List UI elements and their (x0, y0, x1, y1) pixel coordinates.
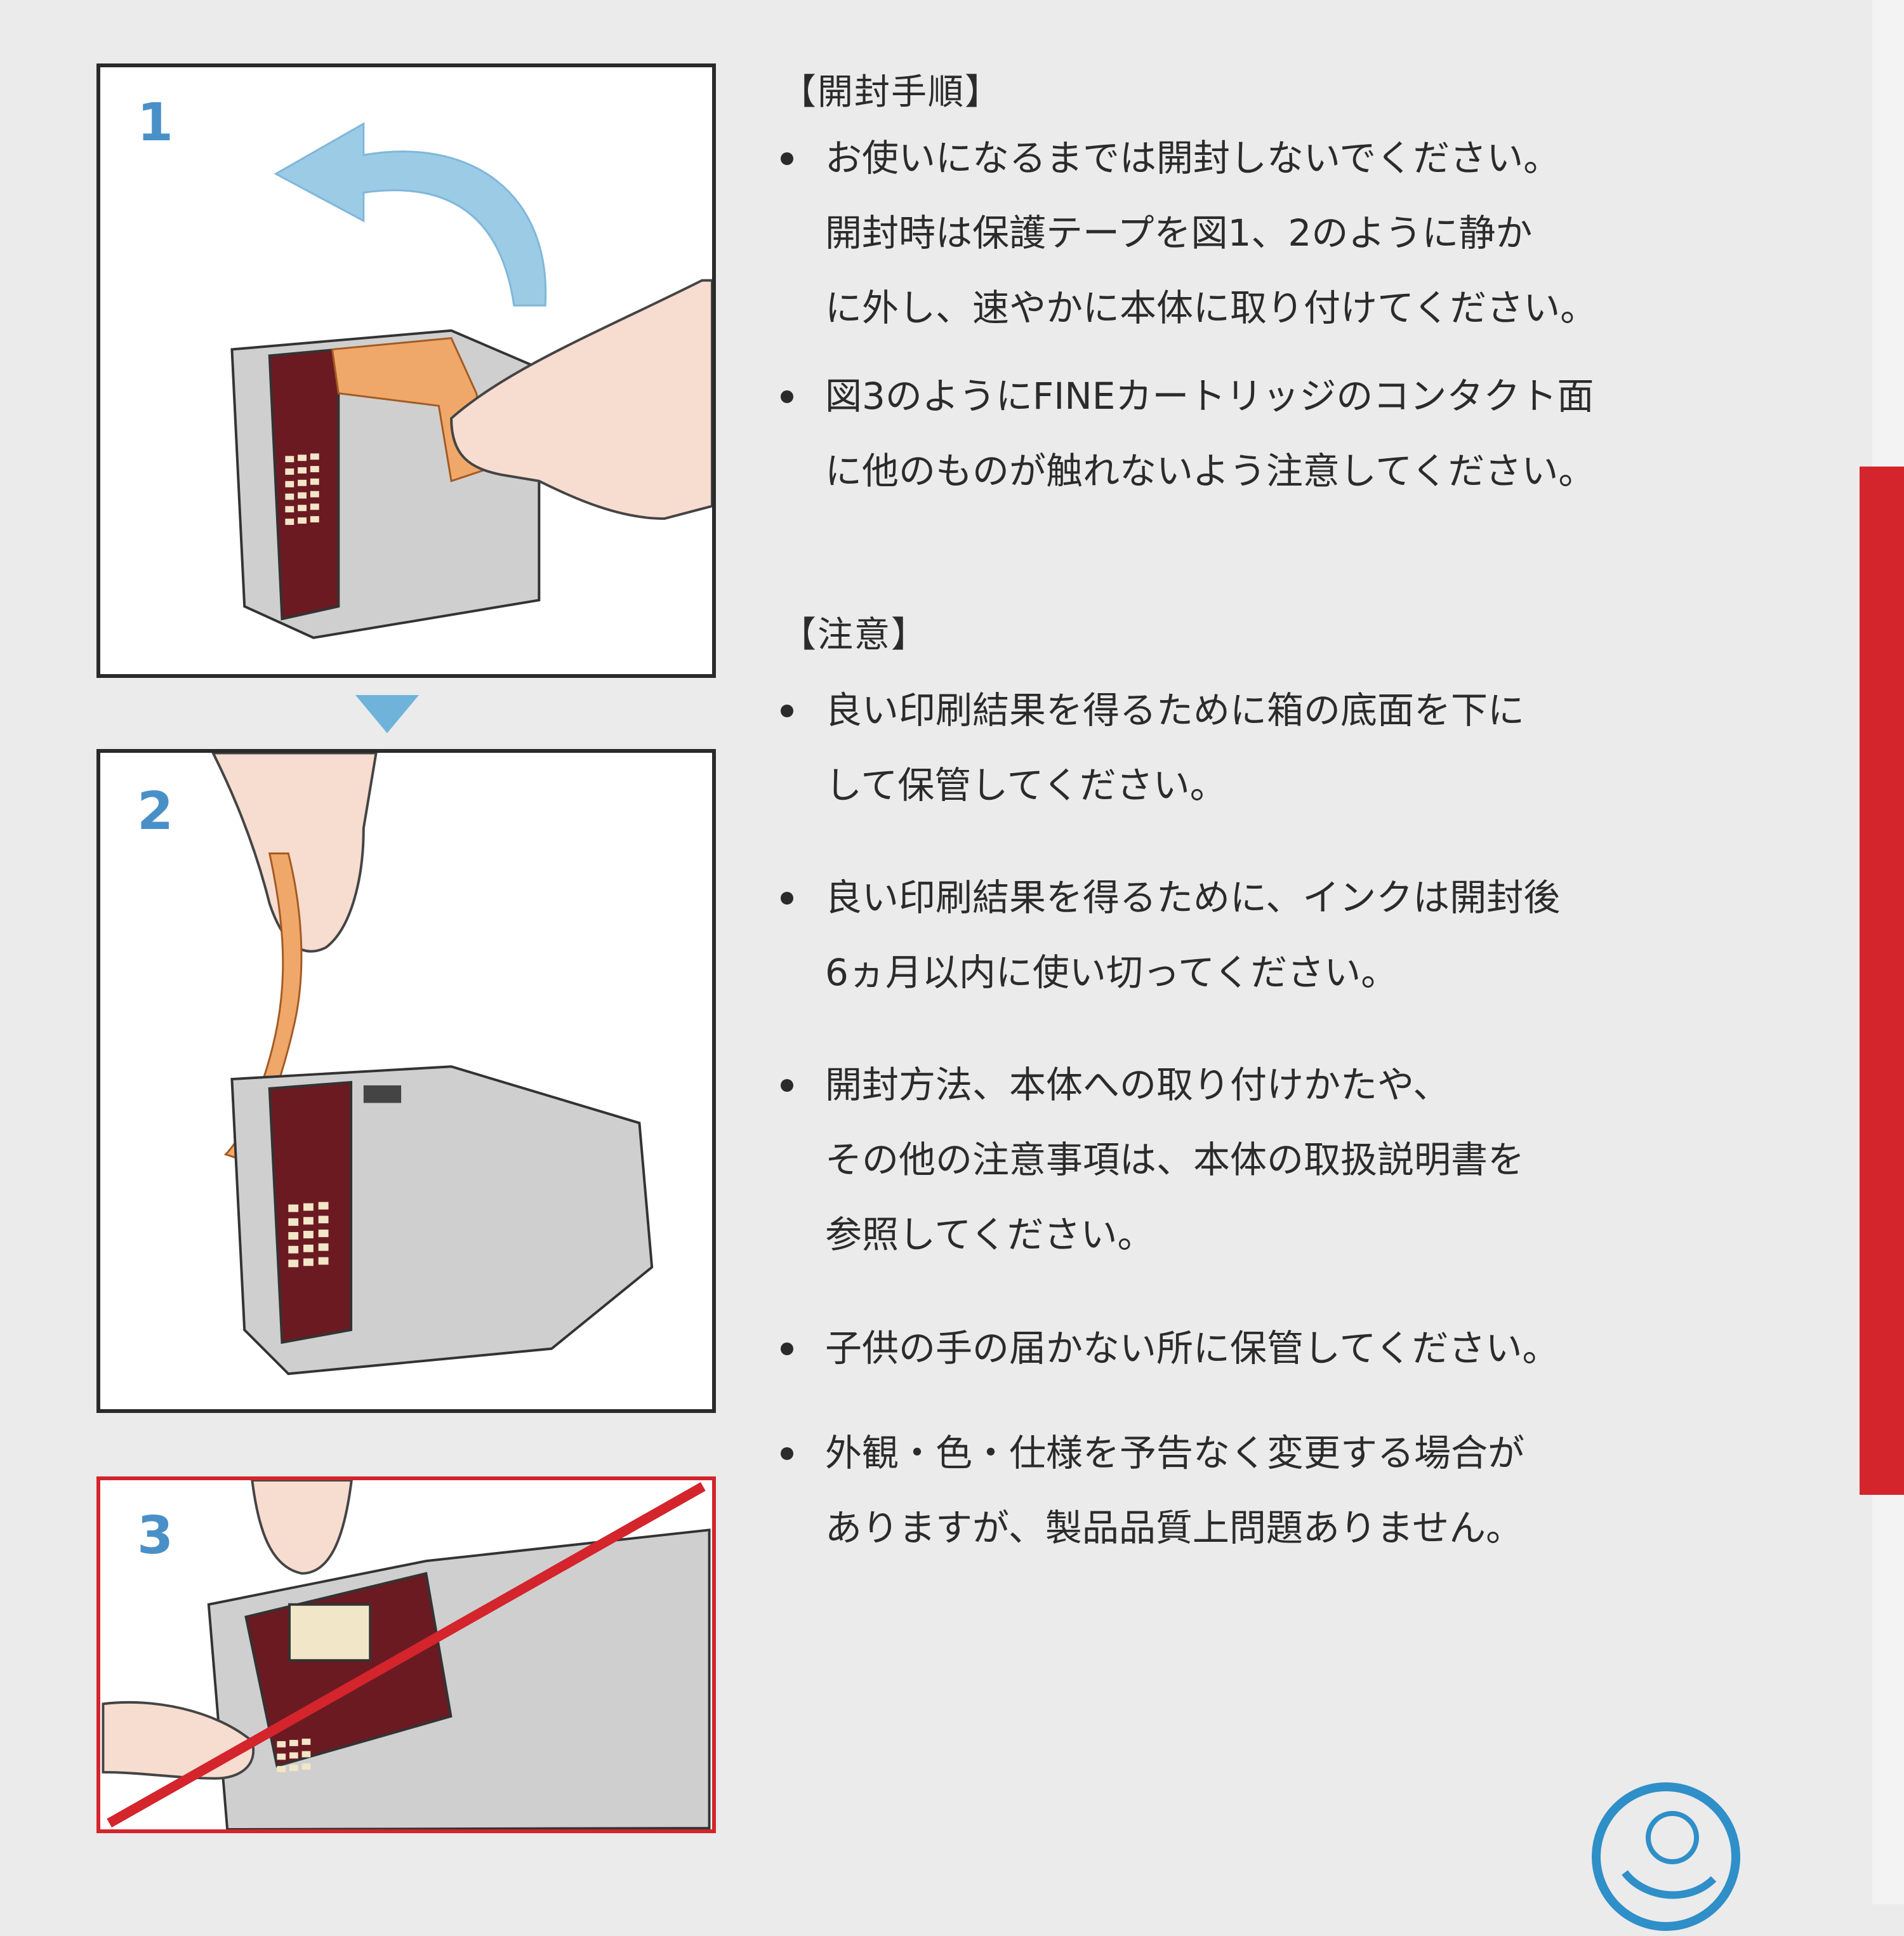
caution-bullet-5: 外観・色・仕様を予告なく変更する場合が ありますが、製品品質上問題ありません。 (781, 1416, 1860, 1565)
red-stripe (1860, 467, 1904, 1495)
hand (450, 279, 712, 520)
cartridge (230, 329, 541, 639)
eco-mark-icon (1592, 1782, 1740, 1931)
step-1-number: 1 (137, 93, 174, 153)
caution-bullet-3: 開封方法、本体への取り付けかたや、 その他の注意事項は、本体の取扱説明書を 参照… (781, 1047, 1860, 1272)
step-2-number: 2 (137, 781, 174, 842)
caution-bullet-4: 子供の手の届かない所に保管してください。 (781, 1311, 1860, 1386)
step-2-illustration: 2 (96, 749, 716, 1413)
caution-bullet-2: 良い印刷結果を得るために、インクは開封後 6ヵ月以内に使い切ってください。 (781, 860, 1860, 1010)
opening-heading: 【開封手順】 (781, 72, 1002, 113)
opening-bullet-2: 図3のようにFINEカートリッジのコンタクト面 に他のものが触れないよう注意して… (781, 359, 1860, 508)
opening-bullet-1: お使いになるまでは開封しないでください。 開封時は保護テープを図1、2のように静… (781, 121, 1860, 345)
down-arrow-icon (355, 695, 419, 733)
step-1-illustration: 1 (96, 63, 716, 678)
caution-heading: 【注意】 (781, 614, 928, 656)
remove-tape-drawing (230, 122, 712, 639)
caution-bullet-1: 良い印刷結果を得るために箱の底面を下に して保管してください。 (781, 673, 1860, 823)
finger-top (251, 1480, 353, 1575)
curved-arrow-icon (274, 122, 547, 307)
cartridge (207, 1528, 711, 1829)
cartridge (230, 1065, 654, 1376)
prohibition-line (107, 1482, 706, 1828)
step-3-number: 3 (137, 1506, 174, 1566)
do-not-touch-drawing (102, 1480, 711, 1829)
peel-tape-drawing (211, 753, 654, 1376)
step-3-illustration: 3 (96, 1476, 716, 1833)
